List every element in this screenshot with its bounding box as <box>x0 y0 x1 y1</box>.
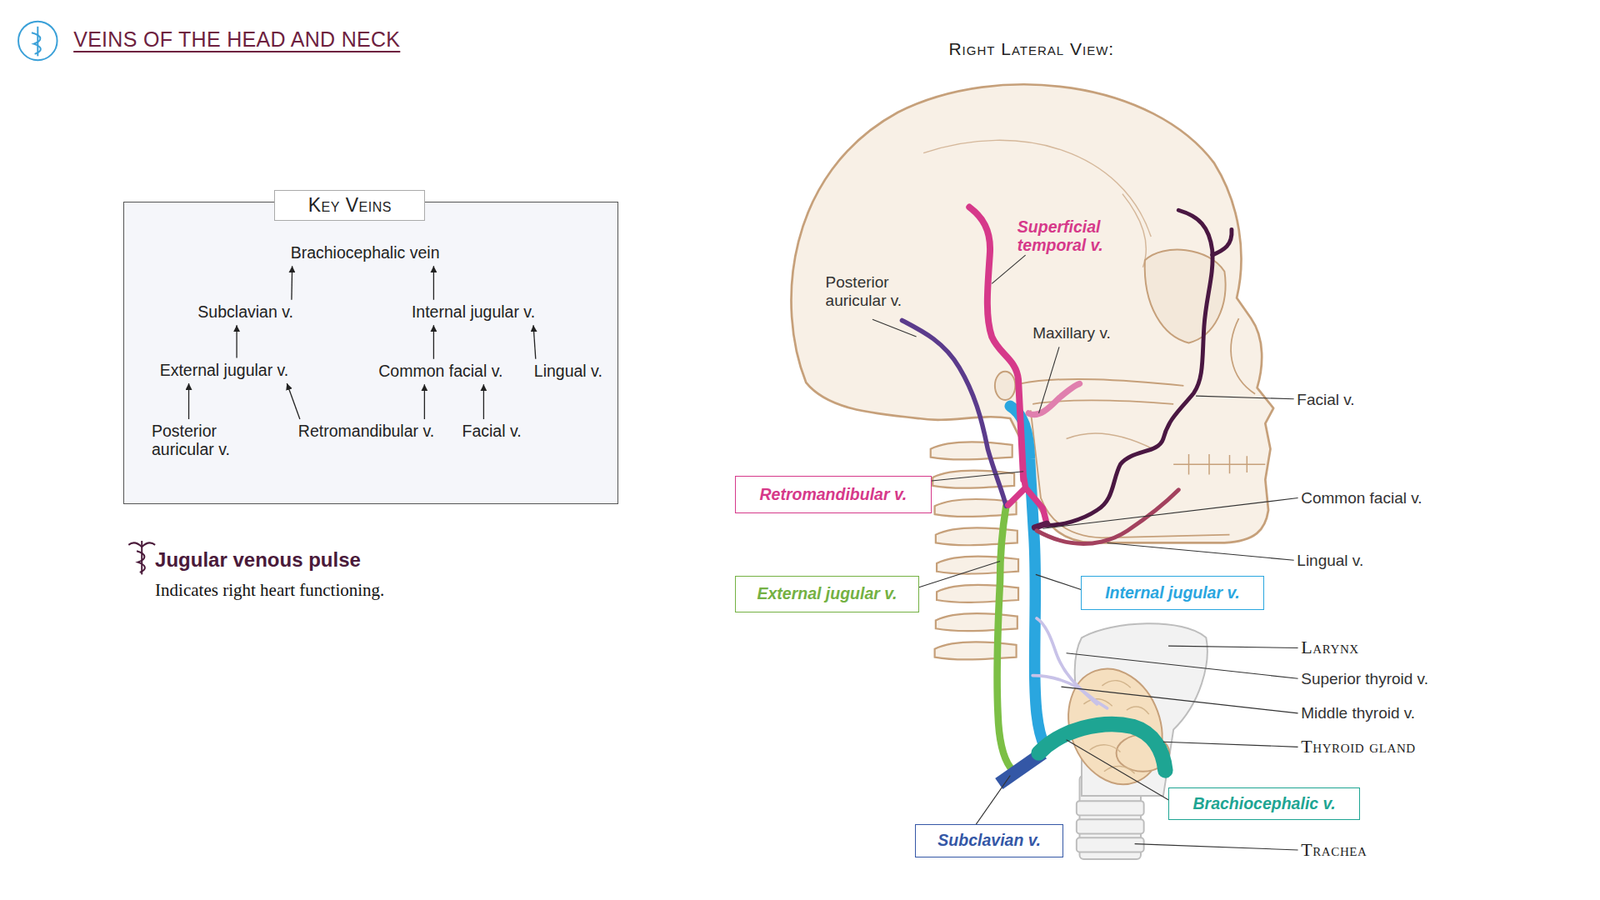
vein-node: Brachiocephalic vein <box>290 240 441 266</box>
node-label: Subclavian v. <box>937 830 1041 850</box>
vein-label: Facial v. <box>1296 390 1355 410</box>
node-label: Internal jugular v. <box>1105 583 1240 603</box>
vein-label: Middle thyroid v. <box>1300 704 1415 723</box>
node-label: External jugular v. <box>756 584 897 604</box>
page-title: VEINS OF THE HEAD AND NECK <box>73 27 400 52</box>
leader-line <box>1066 740 1171 801</box>
vein-node: Posterior auricular v. <box>150 419 253 464</box>
vein-callout-box: Brachiocephalic v. <box>1168 787 1360 820</box>
vein-label: Common facial v. <box>1300 489 1422 508</box>
lingual-vein <box>1036 490 1179 545</box>
leader-line <box>1060 686 1298 714</box>
vertebra <box>935 613 1018 631</box>
teeth <box>1173 454 1265 475</box>
vein-label: Superior thyroid v. <box>1300 670 1429 689</box>
node-label: Posterior auricular v. <box>151 421 252 460</box>
leader-line <box>1066 653 1299 680</box>
view-heading: Right Lateral View: <box>948 39 1115 60</box>
note-text: Indicates right heart functioning. <box>155 580 385 600</box>
internal-jugular-vein <box>1010 405 1045 747</box>
vein-callout-box: Subclavian v. <box>915 824 1064 857</box>
veins <box>901 207 1232 785</box>
leader-line <box>923 471 1024 482</box>
retromandibular-vein <box>1008 475 1046 521</box>
vein-callout-box: Internal jugular v. <box>1080 575 1265 611</box>
leader-line <box>1107 542 1295 560</box>
node-label: Brachiocephalic v. <box>1193 794 1336 814</box>
node-label: Brachiocephalic vein <box>290 243 440 262</box>
superior-thyroid-vein <box>1036 618 1097 705</box>
structure-label: Larynx <box>1300 636 1360 658</box>
trachea-ring <box>1076 819 1145 834</box>
vein-node: Subclavian v. <box>196 300 295 325</box>
facial-vein <box>1045 210 1213 525</box>
frontal-suture <box>1122 194 1146 268</box>
ear-canal <box>995 371 1015 400</box>
leader-line <box>1039 346 1060 414</box>
vein-label: Lingual v. <box>1296 551 1364 570</box>
middle-thyroid-vein <box>1032 675 1107 709</box>
brachiocephalic-vein <box>1039 724 1166 770</box>
vein-callout-box: Retromandibular v. <box>735 475 932 514</box>
node-label: External jugular v. <box>160 360 290 380</box>
caduceus-wings <box>128 543 155 548</box>
structure-label: Trachea <box>1300 839 1367 860</box>
ramus-notch <box>1066 433 1154 450</box>
leader-line <box>1035 574 1082 590</box>
node-label: Facial v. <box>461 421 521 440</box>
leader-line <box>1168 645 1299 648</box>
vein-node: Lingual v. <box>533 359 604 385</box>
vertebra <box>936 555 1019 574</box>
leader-line <box>1163 741 1299 747</box>
icon-ring <box>18 21 58 61</box>
icon-snake <box>31 32 41 55</box>
leader-lines <box>872 255 1299 850</box>
caduceus-icon <box>128 540 155 575</box>
external-jugular-vein <box>997 505 1011 767</box>
key-panel: Key VeinsBrachiocephalic veinSubclavian … <box>123 201 619 504</box>
leader-line <box>974 775 1010 827</box>
title-icon <box>18 21 58 61</box>
trachea-ring <box>1076 837 1145 852</box>
superficial-temporal-vein <box>969 207 1024 480</box>
vein-callout-box: External jugular v. <box>735 575 920 613</box>
vein-node: Retromandibular v. <box>297 419 435 445</box>
caduceus-snake <box>136 550 145 573</box>
node-label: Internal jugular v. <box>411 302 535 321</box>
vein-node: Common facial v. <box>377 359 504 385</box>
nasal-line <box>1230 318 1255 395</box>
vein-label: Posterior auricular v. <box>825 273 928 310</box>
leader-line <box>872 319 917 337</box>
leader-line <box>910 560 1000 590</box>
node-label: Retromandibular v. <box>298 421 435 440</box>
trachea-ring <box>1076 800 1145 815</box>
vein-node: External jugular v. <box>159 358 290 384</box>
zygomatic-arch <box>1020 379 1184 386</box>
note-heading: Jugular venous pulse <box>155 548 361 572</box>
facial-vein-branch <box>1212 230 1232 256</box>
maxillary-vein <box>1028 383 1080 415</box>
node-label: Lingual v. <box>534 361 603 380</box>
node-label: Retromandibular v. <box>759 485 907 505</box>
vertebra <box>935 641 1017 660</box>
structure-label: Thyroid gland <box>1300 735 1416 757</box>
vein-node: Facial v. <box>460 419 522 445</box>
common-facial-vein <box>1035 523 1048 528</box>
cervical-vertebrae <box>930 441 1019 660</box>
mandible-line <box>1030 410 1230 538</box>
leader-line <box>991 255 1025 284</box>
leader-line <box>1042 498 1298 530</box>
leader-line <box>1135 844 1299 850</box>
vein-label: Maxillary v. <box>1032 324 1111 343</box>
panel-heading: Key Veins <box>274 190 425 222</box>
vein-node: Internal jugular v. <box>410 300 536 325</box>
leader-line <box>1195 395 1295 400</box>
node-label: Common facial v. <box>378 361 503 380</box>
vertebra <box>930 441 1013 460</box>
node-label: Subclavian v. <box>197 302 294 321</box>
vein-label: Superficial temporal v. <box>1017 217 1125 255</box>
vertebra <box>936 585 1019 603</box>
